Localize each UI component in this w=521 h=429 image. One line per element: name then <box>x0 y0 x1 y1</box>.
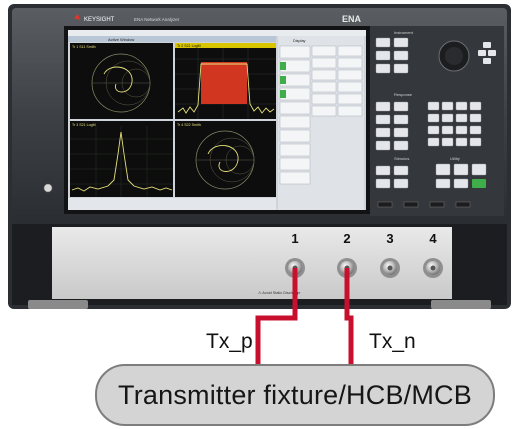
transmitter-fixture-box: Transmitter fixture/HCB/MCB <box>95 364 495 426</box>
svg-text:Instrument: Instrument <box>394 30 414 35</box>
keysight-logo: KEYSIGHT ENA Network Analyzer <box>74 14 180 23</box>
svg-text:Tr 1 S11 Smith: Tr 1 S11 Smith <box>72 45 96 49</box>
svg-text:Stimulus: Stimulus <box>394 156 409 161</box>
fixture-label: Transmitter fixture/HCB/MCB <box>118 379 472 410</box>
svg-text:2: 2 <box>343 231 350 246</box>
svg-text:Utility: Utility <box>450 156 460 161</box>
svg-text:Tr 3 S21 LogM: Tr 3 S21 LogM <box>72 123 96 127</box>
trace-window-1 <box>70 43 173 119</box>
svg-text:4: 4 <box>429 231 437 246</box>
port-3: 3 <box>380 231 400 278</box>
svg-text:Tr 2 S21 LogM: Tr 2 S21 LogM <box>177 44 201 48</box>
svg-text:Response: Response <box>394 92 413 97</box>
tx-p-label: Tx_p <box>206 330 253 353</box>
brand-text: KEYSIGHT <box>84 17 115 23</box>
tx-n-connection-line <box>344 268 354 364</box>
tx-p-connection-line <box>255 268 298 364</box>
svg-text:⚠ Avoid Static Discharge: ⚠ Avoid Static Discharge <box>258 291 300 295</box>
svg-text:1: 1 <box>291 231 298 246</box>
analyzer-screen: Active Window Tr 1 S11 Smith Tr 2 S21 Lo… <box>68 30 366 210</box>
tx-n-label: Tx_n <box>369 330 416 353</box>
network-analyzer: KEYSIGHT ENA Network Analyzer ENA Active… <box>8 4 511 309</box>
trace-window-4 <box>175 121 276 197</box>
active-window-header: Active Window <box>108 37 134 42</box>
svg-text:Tr 4 S22 Smith: Tr 4 S22 Smith <box>177 123 201 127</box>
port-4: 4 <box>423 231 443 278</box>
model-title: ENA Network Analyzer <box>134 17 180 22</box>
model-code: ENA <box>342 14 362 24</box>
front-panel-keypad: Instrument Response Stimulus Utility <box>370 26 504 216</box>
svg-text:Display: Display <box>293 39 306 43</box>
power-button <box>43 183 53 193</box>
svg-text:3: 3 <box>386 231 393 246</box>
